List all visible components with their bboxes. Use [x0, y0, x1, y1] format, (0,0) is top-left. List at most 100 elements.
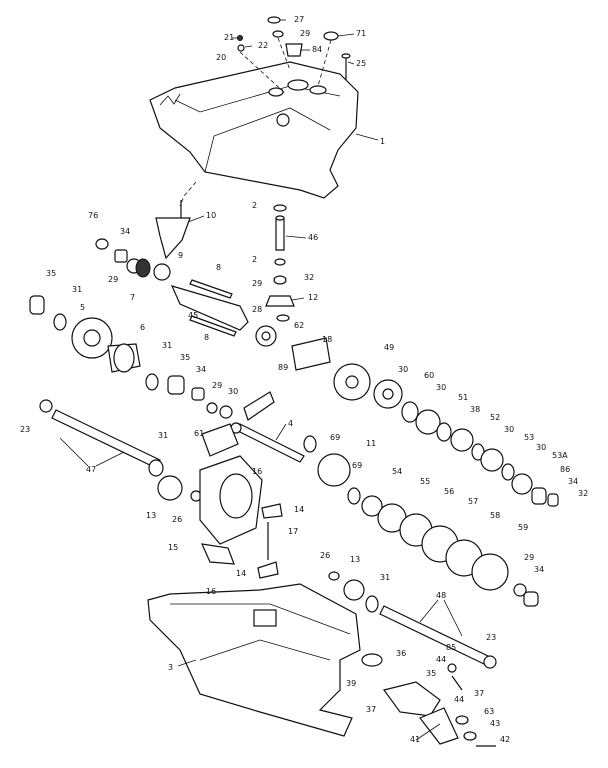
- gear-13-differential: [157, 475, 202, 502]
- callout-labels: 27 29 71 21 22 84 20 25 1 2 10 76 46 34 …: [20, 15, 588, 744]
- callout-23a: 23: [20, 425, 30, 434]
- gears-middle-row: [303, 435, 539, 607]
- callout-47: 47: [86, 465, 96, 474]
- callout-42: 42: [500, 735, 510, 744]
- callout-27: 27: [294, 15, 304, 24]
- callout-41: 41: [410, 735, 420, 744]
- small-washers-32-12: [265, 258, 295, 322]
- callout-31c: 31: [158, 431, 168, 440]
- washers-31-35-34: [145, 373, 233, 419]
- callout-62: 62: [294, 321, 304, 330]
- callout-18: 18: [322, 335, 332, 344]
- callout-22: 22: [258, 41, 268, 50]
- callout-13b: 13: [350, 555, 360, 564]
- callout-34a: 34: [120, 227, 130, 236]
- callout-46: 46: [308, 233, 318, 242]
- shaft-48-parts: [328, 571, 497, 669]
- callout-2a: 2: [252, 201, 257, 210]
- callout-63: 63: [484, 707, 494, 716]
- callout-34d: 34: [534, 565, 544, 574]
- shift-lever-assembly: [361, 653, 496, 747]
- fork-10: [155, 200, 191, 260]
- callout-36: 36: [396, 649, 406, 658]
- callout-31d: 31: [380, 573, 390, 582]
- callout-13a: 13: [146, 511, 156, 520]
- callout-54: 54: [392, 467, 402, 476]
- callout-10: 10: [206, 211, 216, 220]
- callout-35b: 35: [180, 353, 190, 362]
- callout-29c: 29: [252, 279, 262, 288]
- callout-86: 86: [560, 465, 570, 474]
- callout-29: 29: [300, 29, 310, 38]
- callout-30e: 30: [536, 443, 546, 452]
- callout-15: 15: [168, 543, 178, 552]
- callout-4: 4: [288, 419, 293, 428]
- callout-35c: 35: [426, 669, 436, 678]
- callout-7: 7: [130, 293, 135, 302]
- callout-21: 21: [224, 33, 234, 42]
- callout-32b: 32: [578, 489, 588, 498]
- callout-60: 60: [424, 371, 434, 380]
- callout-25: 25: [356, 59, 366, 68]
- gear-49: [333, 363, 371, 401]
- callout-20: 20: [216, 53, 226, 62]
- dash-a: [179, 181, 197, 207]
- axle-47: [39, 399, 164, 477]
- callout-30a: 30: [398, 365, 408, 374]
- callout-39: 39: [346, 679, 356, 688]
- callout-1: 1: [380, 137, 385, 146]
- leader-lines: [59, 33, 463, 741]
- callout-71: 71: [356, 29, 366, 38]
- callout-58: 58: [490, 511, 500, 520]
- callout-44: 44: [436, 655, 446, 664]
- splined-shaft-4: [230, 422, 305, 463]
- callout-35a: 35: [46, 269, 56, 278]
- callout-53: 53: [524, 433, 534, 442]
- callout-37b: 37: [474, 689, 484, 698]
- callout-28: 28: [252, 305, 262, 314]
- shaft-46: [273, 204, 287, 251]
- gear-stack-right: [373, 379, 559, 507]
- callout-32: 32: [304, 273, 314, 282]
- shoe-16: [201, 423, 239, 565]
- chain-60: [243, 391, 275, 421]
- gear-62: [255, 325, 277, 347]
- cap-76: [95, 238, 109, 250]
- callout-59: 59: [518, 523, 528, 532]
- callout-30c: 30: [436, 383, 446, 392]
- top-fasteners: [237, 16, 351, 95]
- callout-55: 55: [420, 477, 430, 486]
- sleeve-18: [291, 337, 331, 371]
- callout-16a: 16: [252, 467, 262, 476]
- callout-5: 5: [80, 303, 85, 312]
- callout-2b: 2: [252, 255, 257, 264]
- callout-16b: 16: [206, 587, 216, 596]
- gear-5: [71, 317, 113, 359]
- callout-6: 6: [140, 323, 145, 332]
- callout-57: 57: [468, 497, 478, 506]
- callout-30b: 30: [228, 387, 238, 396]
- callout-14b: 14: [236, 569, 246, 578]
- callout-29b: 29: [108, 275, 118, 284]
- callout-31a: 31: [72, 285, 82, 294]
- callout-26b: 26: [320, 551, 330, 560]
- callout-61: 61: [194, 429, 204, 438]
- callout-51: 51: [458, 393, 468, 402]
- callout-9: 9: [178, 251, 183, 260]
- bevel-gears-14: [257, 503, 283, 579]
- ring-gear-15: [199, 455, 263, 545]
- callout-76: 76: [88, 211, 98, 220]
- callout-29d: 29: [212, 381, 222, 390]
- callout-48: 48: [436, 591, 446, 600]
- upper-housing: [149, 61, 359, 199]
- callout-84: 84: [312, 45, 322, 54]
- callout-43: 43: [490, 719, 500, 728]
- callout-26a: 26: [172, 515, 182, 524]
- leader-3: [177, 659, 197, 667]
- shifter-rods-8-45: [170, 279, 249, 337]
- callout-31b: 31: [162, 341, 172, 350]
- callout-29e: 29: [524, 553, 534, 562]
- callout-89: 89: [278, 363, 288, 372]
- callout-34c: 34: [568, 477, 578, 486]
